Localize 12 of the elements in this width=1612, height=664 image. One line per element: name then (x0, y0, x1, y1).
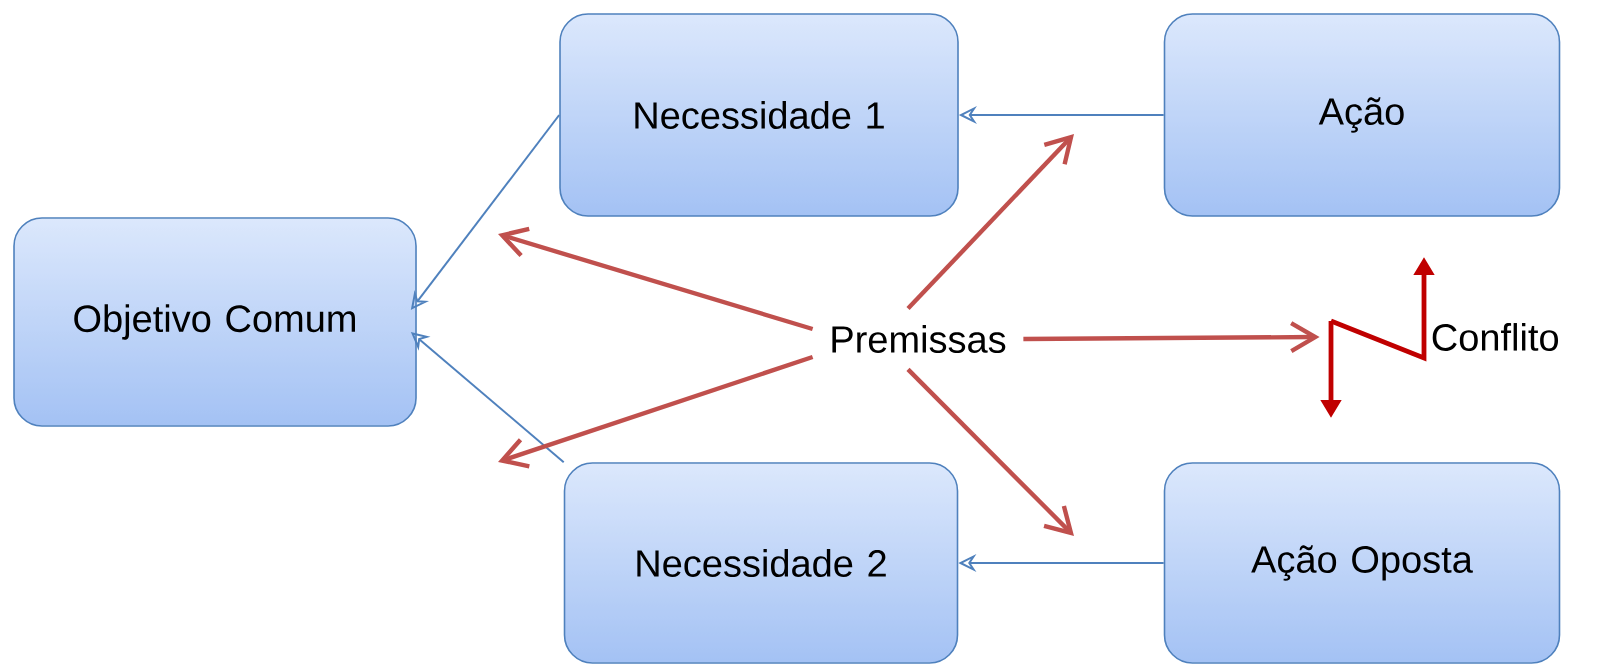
arrow (1023, 321, 1320, 354)
process-box: Necessidade 1 (559, 13, 959, 217)
arrow (498, 226, 814, 332)
premise-label: Premissas (832, 325, 1006, 353)
process-box: Necessidade 2 (563, 462, 959, 664)
process-box: Objetivo Comum (13, 217, 417, 427)
process-box: Ação Oposta (1163, 462, 1561, 664)
process-box: Ação (1163, 13, 1561, 217)
arrow (498, 354, 814, 469)
side-label: Conflito (1432, 323, 1559, 351)
arrow (906, 134, 1074, 311)
arrow (906, 367, 1074, 536)
